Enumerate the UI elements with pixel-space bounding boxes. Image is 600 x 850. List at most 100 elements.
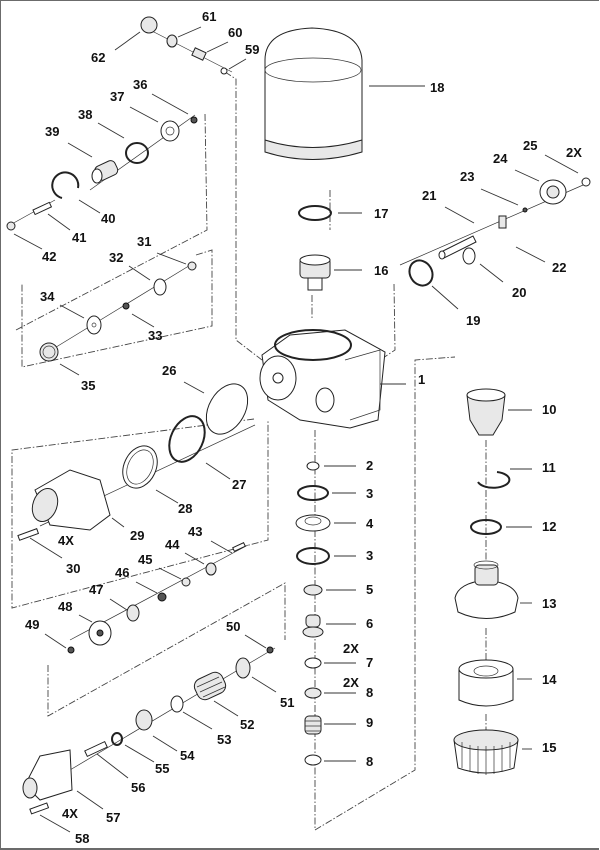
part-3b-o-ring[interactable] — [296, 547, 330, 565]
part-18-filter-cartridge[interactable] — [264, 27, 363, 160]
part-20-plug[interactable] — [462, 247, 476, 265]
callout-label-39[interactable]: 39 — [45, 124, 59, 139]
callout-label-49[interactable]: 49 — [25, 617, 39, 632]
callout-label-38[interactable]: 38 — [78, 107, 92, 122]
part-11-snap-ring[interactable] — [477, 471, 511, 489]
part-41-pin[interactable] — [32, 201, 53, 216]
part-48-plate[interactable] — [88, 620, 112, 646]
part-49-nut[interactable] — [67, 646, 75, 654]
part-32-disc[interactable] — [153, 278, 167, 296]
callout-label-26[interactable]: 26 — [162, 363, 176, 378]
callout-label-59[interactable]: 59 — [245, 42, 259, 57]
part-19-o-ring[interactable] — [405, 256, 437, 290]
part-40-snap-ring[interactable] — [51, 171, 80, 199]
callout-label-20[interactable]: 20 — [512, 285, 526, 300]
callout-label-15[interactable]: 15 — [542, 740, 556, 755]
callout-label-45[interactable]: 45 — [138, 552, 152, 567]
part-52-spring[interactable] — [192, 670, 228, 703]
part-22-bracket[interactable] — [498, 215, 507, 229]
callout-label-23[interactable]: 23 — [460, 169, 474, 184]
part-39-fitting[interactable] — [91, 159, 119, 184]
callout-label-14[interactable]: 14 — [542, 672, 557, 687]
callout-label-10[interactable]: 10 — [542, 402, 556, 417]
part-60-fitting[interactable] — [191, 47, 207, 61]
callout-label-8a[interactable]: 8 — [366, 685, 373, 700]
callout-label-51[interactable]: 51 — [280, 695, 294, 710]
callout-label-24[interactable]: 24 — [493, 151, 508, 166]
part-33-ball[interactable] — [122, 302, 130, 310]
part-24-cover[interactable] — [539, 179, 567, 205]
callout-label-22[interactable]: 22 — [552, 260, 566, 275]
part-38-o-ring[interactable] — [125, 142, 149, 164]
part-59-washer[interactable] — [220, 67, 228, 75]
part-43-pin[interactable] — [232, 541, 246, 553]
callout-label-3a[interactable]: 3 — [366, 486, 373, 501]
callout-label-33[interactable]: 33 — [148, 328, 162, 343]
callout-label-17[interactable]: 17 — [374, 206, 388, 221]
callout-label-36[interactable]: 36 — [133, 77, 147, 92]
part-58-bolt[interactable] — [29, 802, 50, 815]
callout-label-53[interactable]: 53 — [217, 732, 231, 747]
part-15-cage[interactable] — [453, 729, 519, 775]
callout-label-54[interactable]: 54 — [180, 748, 195, 763]
part-36-nut[interactable] — [190, 116, 198, 124]
part-8-washer[interactable] — [304, 687, 322, 699]
callout-label-43[interactable]: 43 — [188, 524, 202, 539]
part-50-nut[interactable] — [266, 646, 274, 654]
part-61-plug[interactable] — [166, 34, 178, 48]
callout-label-7[interactable]: 7 — [366, 655, 373, 670]
part-4-seat[interactable] — [295, 514, 331, 532]
part-51-disc[interactable] — [235, 657, 251, 679]
callout-label-29[interactable]: 29 — [130, 528, 144, 543]
part-42-nut[interactable] — [6, 221, 16, 231]
callout-label-9[interactable]: 9 — [366, 715, 373, 730]
callout-label-13[interactable]: 13 — [542, 596, 556, 611]
part-35-screen[interactable] — [39, 342, 59, 362]
callout-label-44[interactable]: 44 — [165, 537, 180, 552]
part-27-o-ring[interactable] — [162, 410, 211, 467]
callout-label-61[interactable]: 61 — [202, 9, 216, 24]
part-21-piston[interactable] — [438, 235, 477, 260]
callout-label-27[interactable]: 27 — [232, 477, 246, 492]
part-46-nut[interactable] — [157, 592, 167, 602]
part-45-washer[interactable] — [181, 577, 191, 587]
callout-label-31[interactable]: 31 — [137, 234, 151, 249]
part-47-diaphragm[interactable] — [126, 604, 140, 622]
part-7-washer[interactable] — [304, 657, 322, 669]
part-13-valve-body[interactable] — [454, 560, 519, 619]
part-31-fitting[interactable] — [187, 261, 197, 271]
callout-label-18[interactable]: 18 — [430, 80, 444, 95]
part-25-screw[interactable] — [581, 177, 591, 187]
part-53-washer[interactable] — [170, 695, 184, 713]
part-12-o-ring[interactable] — [470, 519, 502, 535]
part-6-valve[interactable] — [302, 614, 324, 638]
callout-label-8b[interactable]: 8 — [366, 754, 373, 769]
part-8b-washer[interactable] — [304, 754, 322, 766]
callout-label-6[interactable]: 6 — [366, 616, 373, 631]
callout-label-4[interactable]: 4 — [366, 516, 374, 531]
callout-label-47[interactable]: 47 — [89, 582, 103, 597]
callout-label-55[interactable]: 55 — [155, 761, 169, 776]
part-10-valve-cartridge[interactable] — [466, 388, 506, 436]
part-62-cap[interactable] — [140, 16, 158, 34]
part-16-valve[interactable] — [299, 254, 331, 291]
callout-label-60[interactable]: 60 — [228, 25, 242, 40]
callout-label-37[interactable]: 37 — [110, 89, 124, 104]
callout-label-1[interactable]: 1 — [418, 372, 425, 387]
part-37-disc[interactable] — [160, 120, 180, 142]
callout-label-42[interactable]: 42 — [42, 249, 56, 264]
callout-label-16[interactable]: 16 — [374, 263, 388, 278]
part-14-cup[interactable] — [458, 659, 514, 707]
callout-label-21[interactable]: 21 — [422, 188, 436, 203]
callout-label-3b[interactable]: 3 — [366, 548, 373, 563]
part-57-housing[interactable] — [22, 749, 73, 801]
callout-label-58[interactable]: 58 — [75, 831, 89, 846]
callout-label-19[interactable]: 19 — [466, 313, 480, 328]
callout-label-41[interactable]: 41 — [72, 230, 86, 245]
part-2-washer[interactable] — [306, 461, 320, 471]
callout-label-40[interactable]: 40 — [101, 211, 115, 226]
part-56-pin[interactable] — [84, 740, 108, 758]
callout-label-25[interactable]: 25 — [523, 138, 537, 153]
callout-label-34[interactable]: 34 — [40, 289, 55, 304]
callout-label-62[interactable]: 62 — [91, 50, 105, 65]
